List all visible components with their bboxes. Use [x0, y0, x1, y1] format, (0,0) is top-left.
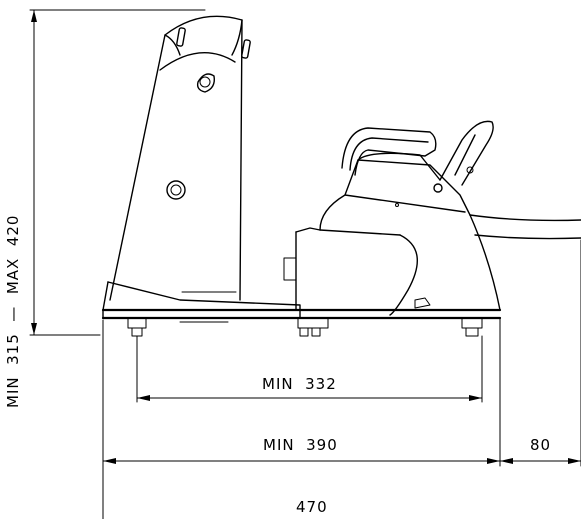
total-width-label: 470	[296, 498, 328, 516]
height-range-label: MIN 315 — MAX 420	[4, 214, 22, 408]
base-plate	[101, 281, 502, 337]
extension-label: 80	[530, 436, 552, 454]
height-dimension-line	[29, 9, 206, 336]
min332-dimension-line	[136, 395, 483, 401]
inner-width-label: MIN 332	[262, 375, 337, 393]
support-column	[109, 15, 251, 301]
base-width-label: MIN 390	[263, 436, 338, 454]
extension-lines	[102, 239, 581, 519]
min390-dimension-line	[102, 458, 581, 464]
motor-housing	[283, 120, 581, 316]
